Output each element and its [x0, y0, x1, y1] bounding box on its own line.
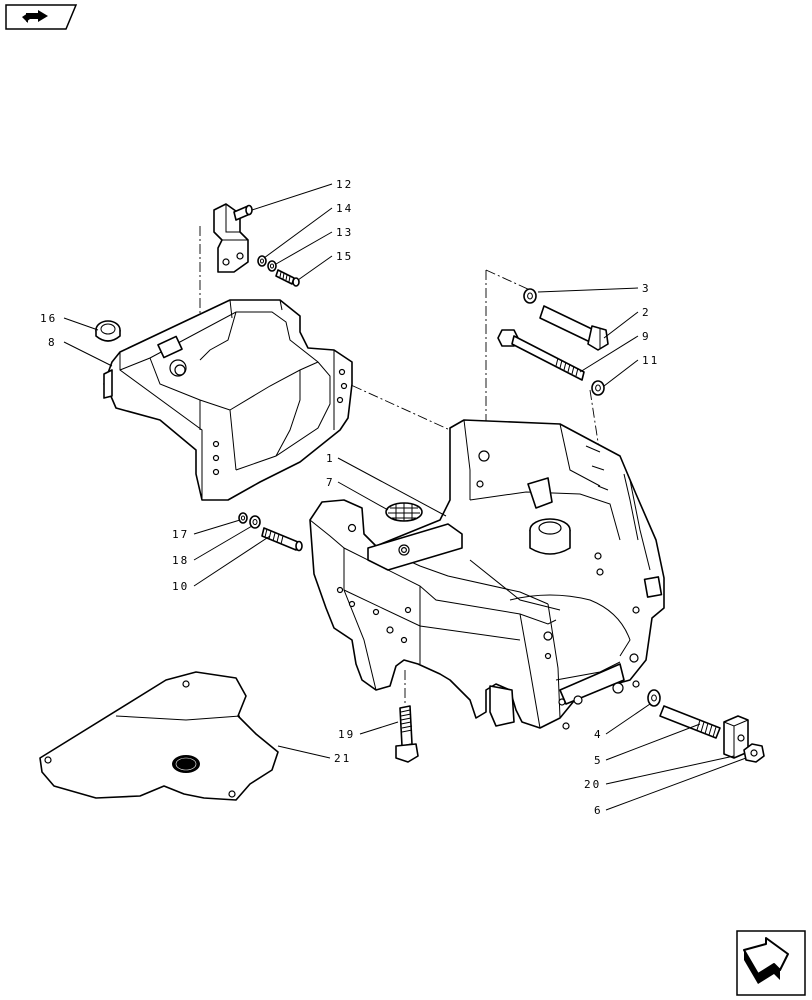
part-15-screw: [275, 269, 300, 287]
part-14-washer: [257, 255, 267, 267]
part-3-washer: [523, 288, 537, 304]
arrow-next-page-icon: [736, 930, 806, 996]
part-11-washer: [591, 380, 605, 396]
callout-21: 21: [334, 752, 351, 765]
arrow-return-icon: [5, 4, 78, 30]
callout-20: 20: [584, 778, 601, 791]
callout-8: 8: [48, 336, 57, 349]
part-19-screw: [395, 705, 419, 763]
callout-16: 16: [40, 312, 57, 325]
callout-19: 19: [338, 728, 355, 741]
callout-labels: 12 14 13 15 16 8 3 2 9 11 1 7 17 18 10 1…: [40, 178, 659, 817]
callout-12: 12: [336, 178, 353, 191]
part-5-stud: [659, 705, 721, 739]
callout-18: 18: [172, 554, 189, 567]
callout-2: 2: [642, 306, 651, 319]
part-9-long-bolt: [497, 329, 585, 381]
callout-6: 6: [594, 804, 603, 817]
part-8-weight-support: [103, 299, 353, 501]
callout-1: 1: [326, 452, 335, 465]
callout-7: 7: [326, 476, 335, 489]
part-21-guard-plate: [39, 671, 279, 801]
part-16-plug: [95, 320, 121, 342]
part-17-washer: [238, 512, 248, 524]
callout-17: 17: [172, 528, 189, 541]
part-7-cover: [385, 502, 423, 522]
part-1-front-support: [309, 419, 665, 730]
callout-11: 11: [642, 354, 659, 367]
callout-4: 4: [594, 728, 603, 741]
part-4-washer: [647, 689, 661, 707]
part-18-nut: [249, 515, 261, 529]
back-nav-button[interactable]: [4, 4, 78, 30]
callout-3: 3: [642, 282, 651, 295]
callout-5: 5: [594, 754, 603, 767]
part-12-bracket: [213, 203, 253, 273]
leader-lines: [63, 183, 747, 811]
callout-13: 13: [336, 226, 353, 239]
part-6-nut: [743, 743, 765, 763]
next-page-nav-button[interactable]: [736, 930, 806, 996]
part-13-lockwasher: [267, 260, 277, 272]
callout-10: 10: [172, 580, 189, 593]
part-20-block: [723, 715, 749, 759]
callout-15: 15: [336, 250, 353, 263]
part-2-bolt: [539, 305, 609, 351]
callout-9: 9: [642, 330, 651, 343]
part-10-stud: [261, 527, 303, 552]
callout-14: 14: [336, 202, 353, 215]
